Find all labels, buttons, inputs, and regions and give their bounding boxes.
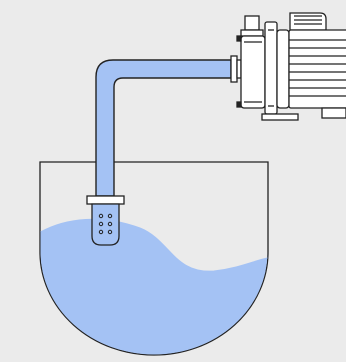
water-pump <box>230 15 299 121</box>
water <box>40 219 268 355</box>
electric-motor <box>276 12 346 119</box>
foot-valve-strainer <box>86 195 125 246</box>
water-surface <box>40 218 268 272</box>
